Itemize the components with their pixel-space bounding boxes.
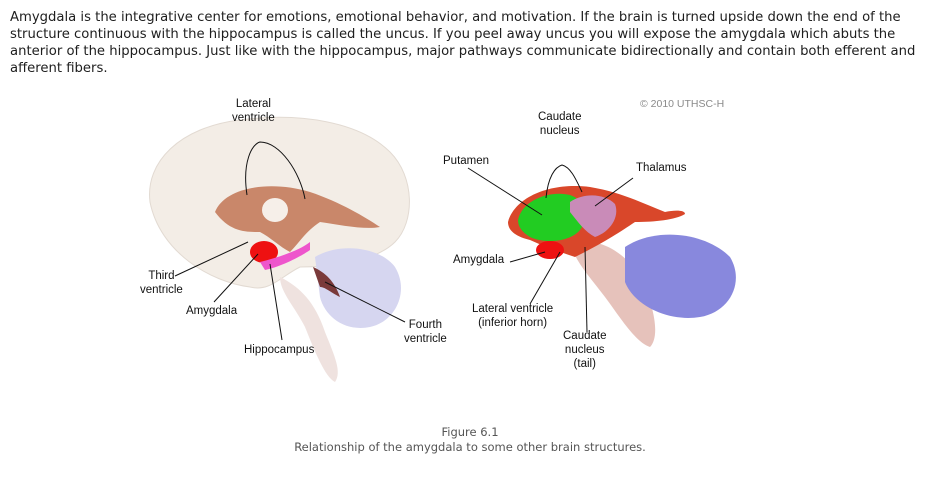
- label-hippocampus: Hippocampus: [244, 344, 315, 356]
- left-brain-diagram: [149, 116, 410, 382]
- label-line: Lateral: [235, 98, 271, 110]
- leader-hippocampus: [269, 263, 283, 341]
- label-amygdala-left: Amygdala: [186, 305, 238, 317]
- label-line: ventricle: [404, 333, 447, 345]
- label-line: nucleus: [539, 125, 580, 137]
- label-line: ventricle: [232, 112, 275, 124]
- label-lateral-ventricle-inferior-horn: Lateral ventricle (inferior horn): [472, 302, 553, 330]
- label-line: Caudate: [538, 111, 582, 123]
- amygdala-shape-right: [536, 241, 564, 259]
- figure-caption: Figure 6.1 Relationship of the amygdala …: [0, 425, 940, 455]
- label-fourth-ventricle: Fourth ventricle: [404, 318, 447, 346]
- label-lateral-ventricle: Lateral ventricle: [232, 97, 275, 125]
- label-line: Lateral ventricle: [472, 303, 554, 315]
- copyright-notice: © 2010 UTHSC-H: [640, 98, 725, 110]
- right-brain-diagram: [467, 164, 736, 347]
- label-line: (tail): [573, 358, 596, 370]
- label-amygdala-right: Amygdala: [453, 254, 505, 266]
- thalamus-shape: [570, 195, 617, 237]
- brainstem-shape: [570, 241, 656, 347]
- label-line: Caudate: [563, 330, 607, 342]
- label-line: Fourth: [408, 319, 443, 331]
- label-line: nucleus: [564, 344, 605, 356]
- leader-amygdala: [213, 253, 259, 303]
- label-caudate-nucleus: Caudate nucleus: [538, 110, 581, 138]
- lateral-ventricle-shape: [215, 186, 380, 252]
- label-line: Third: [148, 270, 175, 282]
- label-caudate-nucleus-tail: Caudate nucleus (tail): [563, 329, 606, 371]
- leader-caudate-tail: [584, 246, 588, 333]
- putamen-shape: [518, 193, 586, 242]
- hippocampus-shape: [260, 242, 310, 270]
- brain-illustration: [149, 116, 736, 382]
- label-putamen: Putamen: [443, 155, 490, 167]
- leader-amygdala-right: [509, 251, 546, 263]
- leader-fourth-ventricle: [324, 281, 406, 323]
- leader-putamen: [467, 167, 543, 216]
- leader-lateral-ventricle-ih: [529, 251, 561, 305]
- leader-lateral-ventricle: [245, 141, 306, 200]
- label-line: ventricle: [140, 284, 183, 296]
- cerebellum-shape: [625, 234, 736, 318]
- leader-caudate-nucleus: [545, 164, 583, 199]
- label-third-ventricle: Third ventricle: [140, 269, 183, 297]
- label-line: (inferior horn): [478, 317, 548, 329]
- brain-figure: Lateral ventricle Third ventricle Amygda…: [130, 92, 750, 392]
- figure-description: Relationship of the amygdala to some oth…: [294, 440, 646, 454]
- brainstem-faded: [280, 277, 338, 382]
- fourth-ventricle-shape: [313, 267, 340, 297]
- figure-number: Figure 6.1: [441, 425, 499, 439]
- third-ventricle-hole: [262, 198, 288, 222]
- leader-thalamus: [594, 177, 634, 207]
- intro-paragraph: Amygdala is the integrative center for e…: [10, 10, 916, 76]
- cerebellum-faded: [315, 248, 401, 328]
- label-thalamus: Thalamus: [636, 162, 687, 174]
- leader-third-ventricle: [174, 241, 249, 277]
- amygdala-shape: [250, 241, 278, 263]
